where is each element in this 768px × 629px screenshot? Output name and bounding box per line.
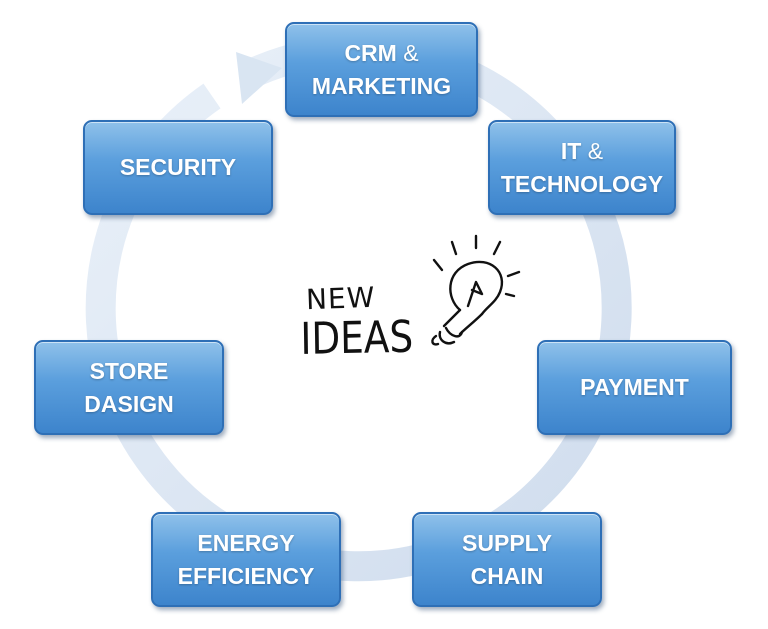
node-store-dasign: STORE DASIGN xyxy=(34,340,224,435)
node-crm-amp: & xyxy=(403,39,419,66)
node-energy-efficiency: ENERGY EFFICIENCY xyxy=(151,512,341,607)
node-store-line1: STORE xyxy=(89,357,169,384)
node-payment: PAYMENT xyxy=(537,340,732,435)
center-new-ideas: NEW IDEAS xyxy=(296,232,536,382)
node-payment-line1: PAYMENT xyxy=(580,374,689,400)
node-it-line1: IT & xyxy=(561,135,603,168)
node-it-technology: IT & TECHNOLOGY xyxy=(488,120,676,215)
node-crm-word: CRM xyxy=(344,39,397,66)
node-security-line1: SECURITY xyxy=(119,154,237,180)
node-supply-line1: SUPPLY xyxy=(462,529,552,556)
center-title-ideas: IDEAS xyxy=(300,311,414,365)
node-energy-line1: ENERGY xyxy=(197,529,295,556)
node-it-amp: & xyxy=(587,137,604,164)
node-crm-line1: CRM & xyxy=(344,37,418,70)
node-supply-chain: SUPPLY CHAIN xyxy=(412,512,602,607)
node-it-line2: TECHNOLOGY xyxy=(500,170,664,197)
node-crm-line2: MARKETING xyxy=(311,72,452,99)
node-supply-line2: CHAIN xyxy=(470,562,544,589)
lightbulb-icon xyxy=(431,234,521,346)
node-store-line2: DASIGN xyxy=(84,390,174,417)
center-title-new: NEW xyxy=(305,280,376,317)
node-security: SECURITY xyxy=(83,120,273,215)
node-crm-marketing: CRM & MARKETING xyxy=(285,22,478,117)
node-it-word: IT xyxy=(560,137,582,164)
node-energy-line2: EFFICIENCY xyxy=(177,562,315,589)
